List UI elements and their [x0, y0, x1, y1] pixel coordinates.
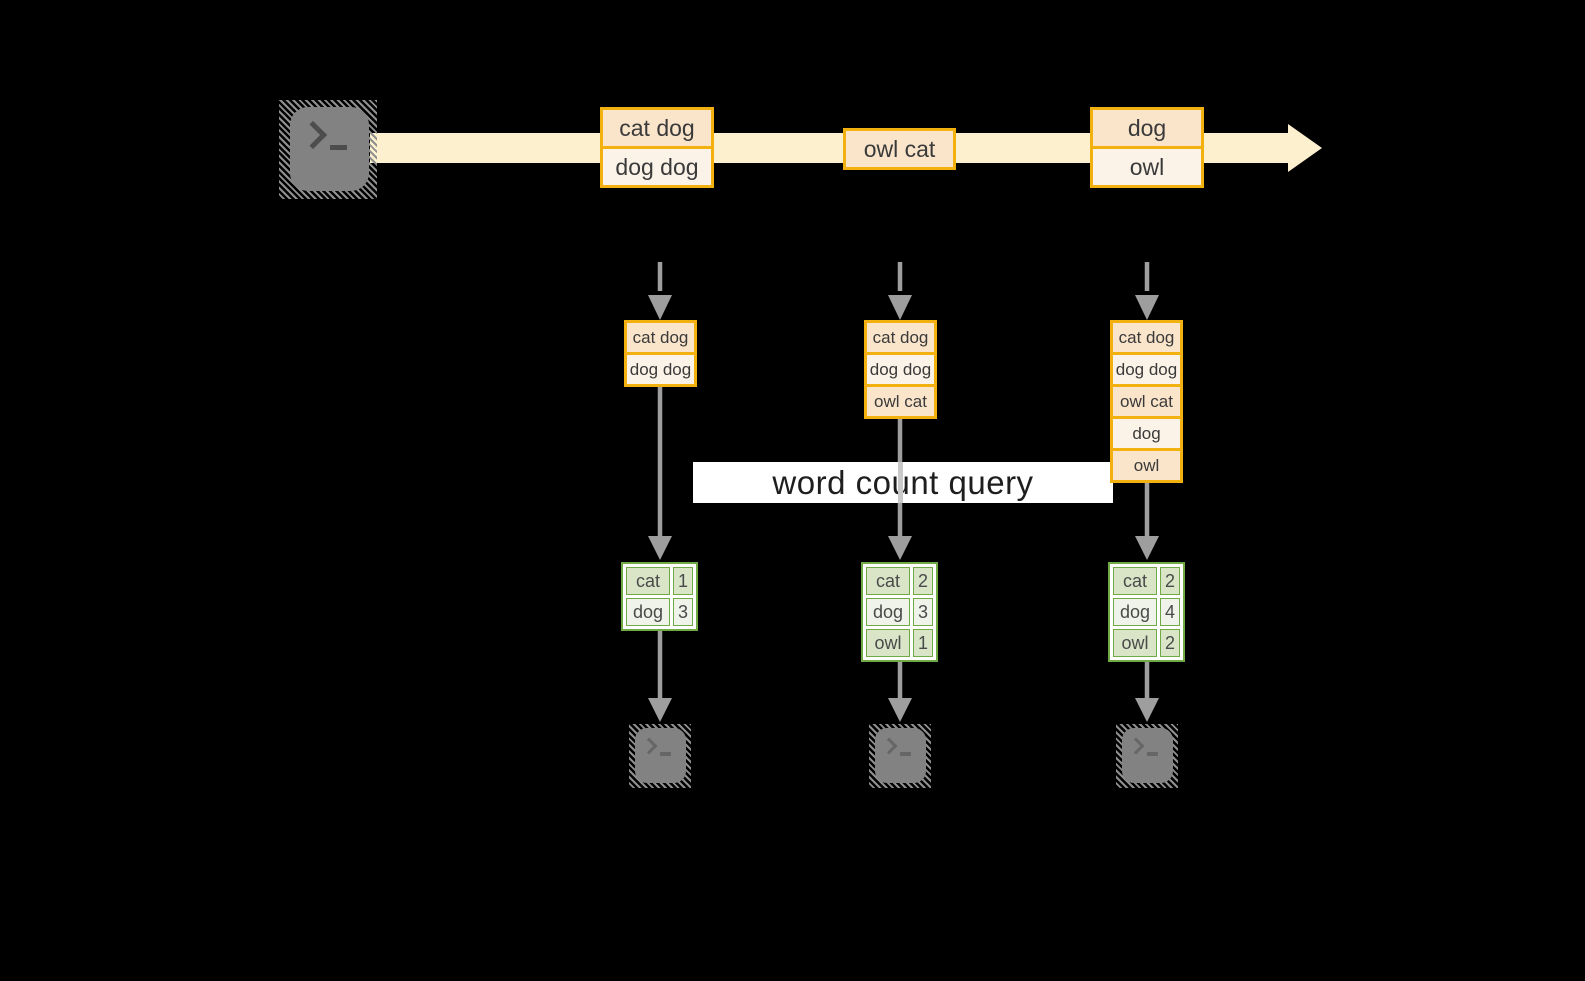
count-table-col3: cat 2 dog 4 owl 2	[1108, 562, 1185, 662]
terminal-body	[1122, 728, 1173, 783]
count-word-cell: cat	[1113, 567, 1157, 595]
prompt-underscore-icon	[900, 752, 911, 756]
prompt-underscore-icon	[330, 145, 347, 150]
buffer-line: dog dog	[867, 355, 934, 384]
buffer-line: dog dog	[1113, 355, 1180, 384]
count-value-cell: 3	[673, 598, 693, 626]
buffer-line: cat dog	[867, 323, 934, 352]
count-value-cell: 1	[673, 567, 693, 595]
prompt-chevron-icon	[640, 737, 658, 755]
prompt-chevron-icon	[298, 120, 328, 150]
buffer-box-col1: cat dog dog dog	[624, 320, 697, 387]
sink-arrow-col2	[888, 657, 912, 722]
buffer-line: dog dog	[627, 355, 694, 384]
query-arrow-col1	[648, 385, 672, 560]
buffer-line: cat dog	[627, 323, 694, 352]
count-word-cell: dog	[626, 598, 670, 626]
prompt-chevron-icon	[1127, 737, 1145, 755]
stream-event-line: dog dog	[603, 149, 711, 185]
terminal-body	[635, 728, 686, 783]
count-word-cell: dog	[866, 598, 910, 626]
stream-event-box-1: cat dog dog dog	[600, 107, 714, 188]
count-table-col2: cat 2 dog 3 owl 1	[861, 562, 938, 662]
buffer-box-col3: cat dog dog dog owl cat dog owl	[1110, 320, 1183, 483]
count-table-col1: cat 1 dog 3	[621, 562, 698, 631]
arrow-through-band	[898, 462, 903, 503]
sink-arrow-col3	[1135, 657, 1159, 722]
stream-event-line: cat dog	[603, 110, 711, 146]
query-arrow-col3	[1135, 479, 1159, 560]
terminal-body	[290, 107, 369, 191]
count-word-cell: dog	[1113, 598, 1157, 626]
buffer-box-col2: cat dog dog dog owl cat	[864, 320, 937, 419]
count-value-cell: 2	[1160, 629, 1180, 657]
count-word-cell: owl	[1113, 629, 1157, 657]
sink-arrow-col1	[648, 628, 672, 722]
sink-terminal-icon-3	[1116, 724, 1178, 788]
count-word-cell: owl	[866, 629, 910, 657]
prompt-underscore-icon	[1147, 752, 1158, 756]
stream-event-line: owl cat	[846, 131, 953, 167]
dashed-arrow-col3	[1135, 262, 1159, 320]
word-count-query-band: word count query	[693, 462, 1113, 503]
sink-terminal-icon-2	[869, 724, 931, 788]
sink-terminal-icon-1	[629, 724, 691, 788]
count-value-cell: 2	[913, 567, 933, 595]
terminal-body	[875, 728, 926, 783]
buffer-line: dog	[1113, 419, 1180, 448]
dashed-arrow-col1	[648, 262, 672, 320]
stream-event-line: owl	[1093, 149, 1201, 185]
count-value-cell: 1	[913, 629, 933, 657]
word-count-query-label: word count query	[772, 463, 1034, 501]
buffer-line: cat dog	[1113, 323, 1180, 352]
count-word-cell: cat	[626, 567, 670, 595]
buffer-line: owl cat	[1113, 387, 1180, 416]
prompt-underscore-icon	[660, 752, 671, 756]
count-value-cell: 4	[1160, 598, 1180, 626]
buffer-line: owl cat	[867, 387, 934, 416]
buffer-line: owl	[1113, 451, 1180, 480]
dashed-arrow-col2	[888, 262, 912, 320]
stream-event-line: dog	[1093, 110, 1201, 146]
prompt-chevron-icon	[880, 737, 898, 755]
stream-event-box-2: owl cat	[843, 128, 956, 170]
stream-event-box-3: dog owl	[1090, 107, 1204, 188]
count-word-cell: cat	[866, 567, 910, 595]
stream-arrowhead-icon	[1288, 124, 1322, 172]
source-terminal-icon	[279, 100, 377, 199]
count-value-cell: 3	[913, 598, 933, 626]
count-value-cell: 2	[1160, 567, 1180, 595]
